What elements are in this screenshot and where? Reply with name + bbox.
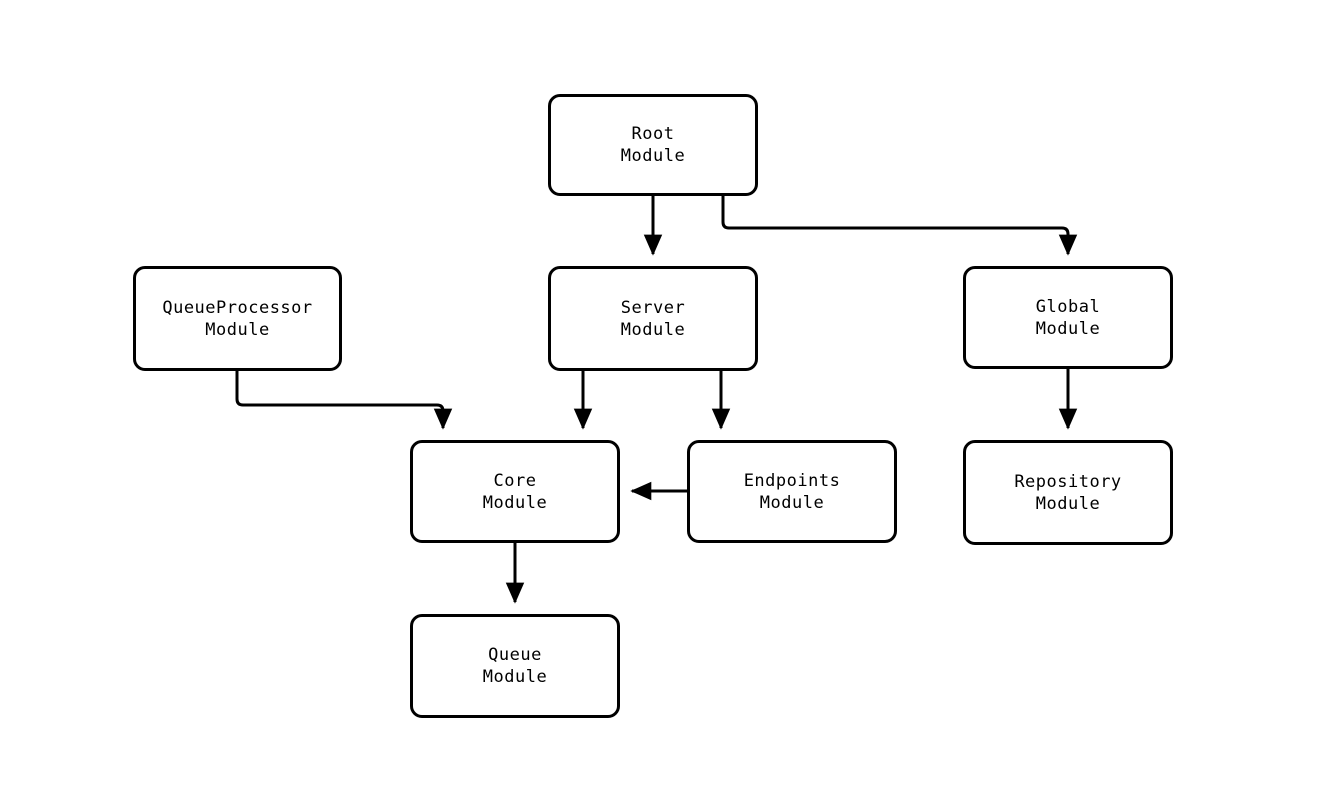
node-repository-label: Repository Module bbox=[1014, 471, 1122, 514]
edge-queueprocessor-to-core bbox=[235, 371, 453, 430]
node-queueprocessor[interactable]: QueueProcessor Module bbox=[133, 266, 342, 371]
node-root-label: Root Module bbox=[620, 124, 686, 166]
edges-group bbox=[235, 196, 1078, 604]
node-global-label: Global Module bbox=[1035, 296, 1101, 339]
node-queueprocessor-label: QueueProcessor Module bbox=[162, 297, 313, 340]
node-endpoints-label: Endpoints Module bbox=[743, 470, 841, 513]
node-repository[interactable]: Repository Module bbox=[963, 440, 1173, 545]
node-endpoints[interactable]: Endpoints Module bbox=[687, 440, 897, 543]
edge-root-to-global bbox=[721, 196, 1078, 256]
node-global[interactable]: Global Module bbox=[963, 266, 1173, 369]
node-queue[interactable]: Queue Module bbox=[410, 614, 620, 718]
node-server[interactable]: Server Module bbox=[548, 266, 758, 371]
node-server-label: Server Module bbox=[620, 297, 686, 340]
node-queue-label: Queue Module bbox=[482, 645, 548, 687]
node-core-label: Core Module bbox=[482, 470, 548, 513]
node-root[interactable]: Root Module bbox=[548, 94, 758, 196]
node-core[interactable]: Core Module bbox=[410, 440, 620, 543]
